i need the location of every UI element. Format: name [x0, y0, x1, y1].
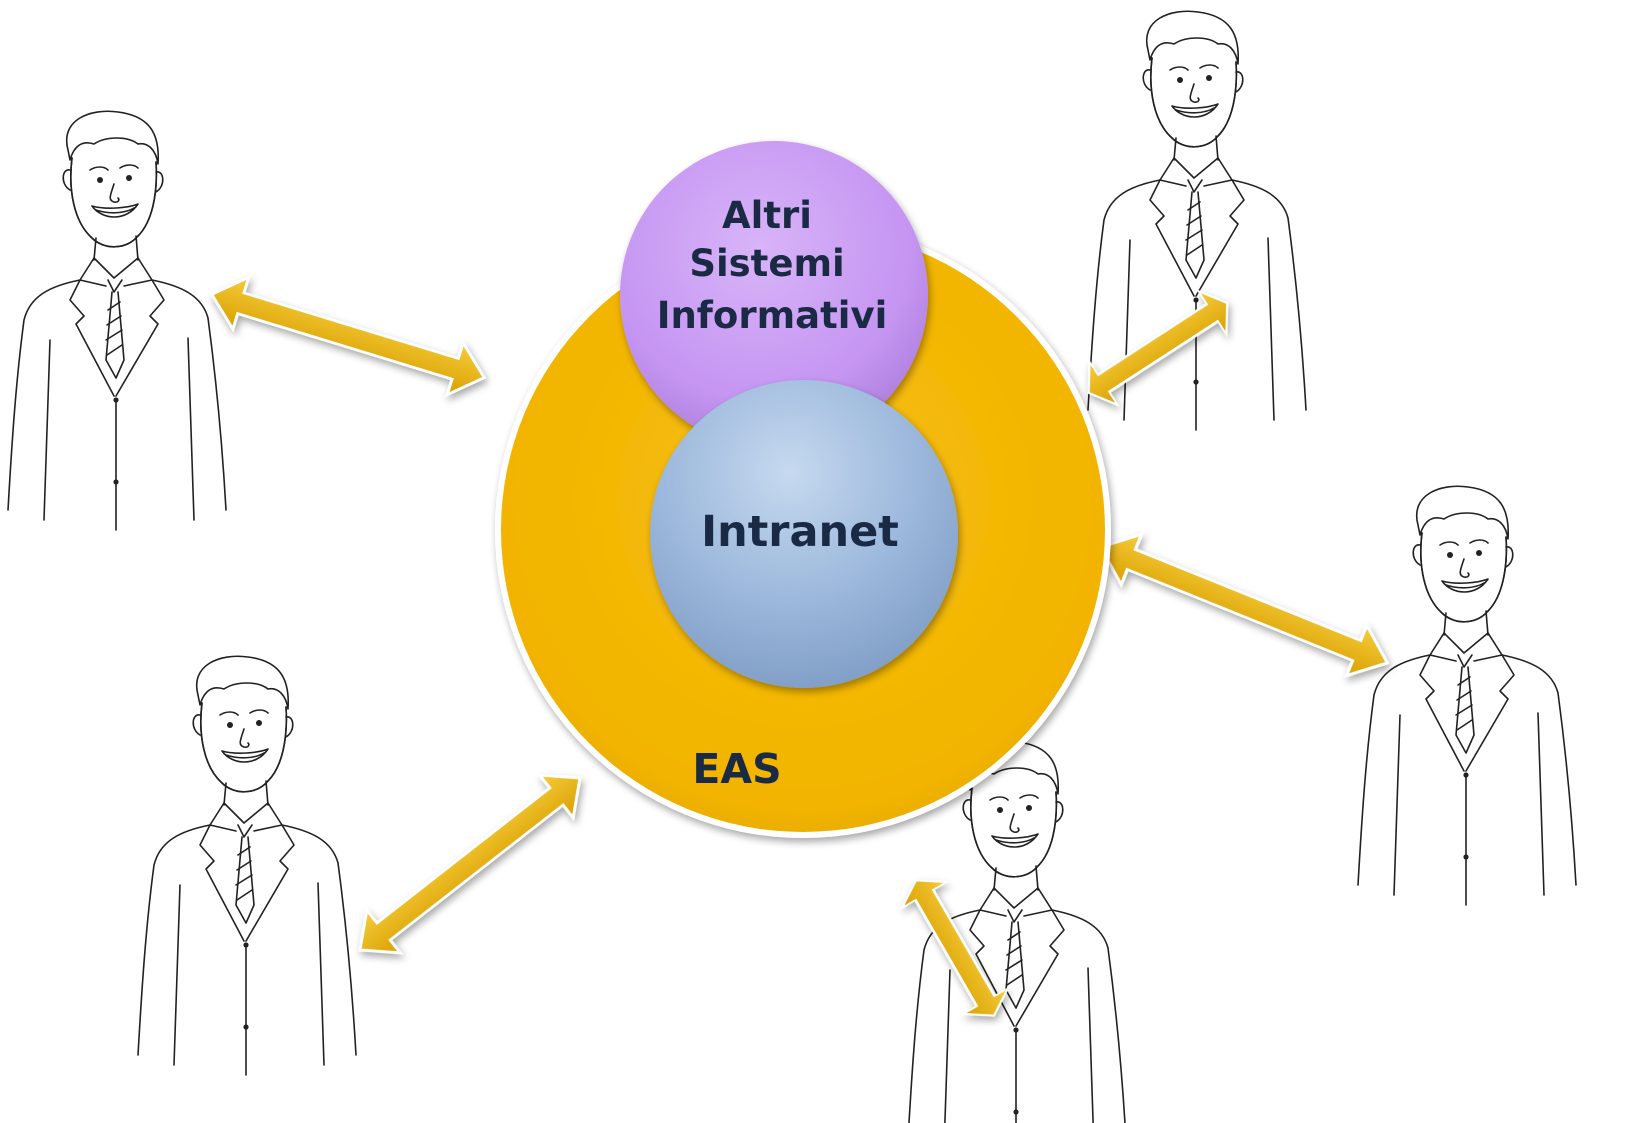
- user-right-bottom-icon: [1357, 485, 1577, 906]
- user-left-top-icon: [7, 110, 227, 531]
- arrow-right-bottom: [1089, 520, 1399, 690]
- intranet-label: Intranet: [701, 507, 899, 557]
- arrow-left-top: [202, 267, 494, 405]
- eas-label: EAS: [692, 745, 781, 793]
- altri-sistemi-label-line-3: Informativi: [657, 294, 888, 337]
- altri-sistemi-circle: [620, 141, 928, 449]
- altri-sistemi-label-line-2: Sistemi: [689, 242, 844, 285]
- altri-sistemi-label-line-1: Altri: [722, 194, 812, 237]
- intranet-circle: [650, 380, 958, 688]
- arrow-right-top: [1073, 280, 1243, 416]
- user-left-bottom-icon: [137, 655, 357, 1076]
- arrow-left-bottom: [342, 755, 598, 973]
